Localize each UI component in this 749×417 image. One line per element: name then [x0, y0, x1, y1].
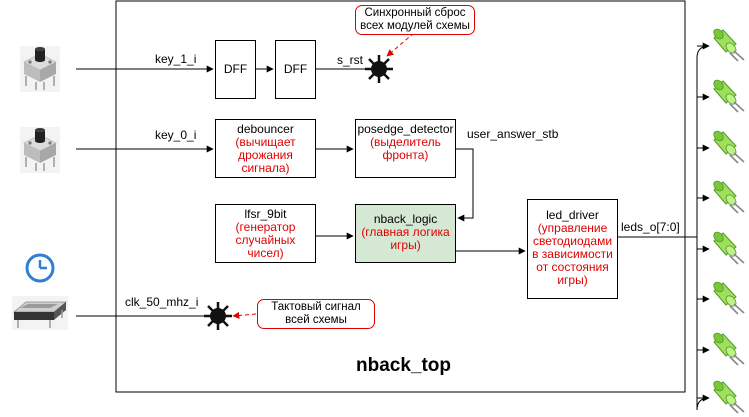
posedge-detector-block[interactable]: posedge_detector (выделитель фронта) — [355, 119, 456, 178]
leds-label: leds_o[7:0] — [621, 220, 680, 234]
clk-label: clk_50_mhz_i — [125, 295, 199, 309]
srst-label: s_rst — [337, 53, 364, 67]
key0-label: key_0_i — [155, 128, 197, 142]
push-button-icon[interactable] — [19, 126, 61, 174]
lfsr-block[interactable]: lfsr_9bit (генератор случайных чисел) — [215, 204, 316, 263]
debouncer-desc: (вычищает дрожания сигнала) — [235, 135, 296, 175]
push-button-icon[interactable] — [19, 45, 61, 93]
nback-name: nback_logic — [373, 212, 438, 226]
led-icon — [711, 26, 745, 62]
note-connector-clock — [232, 311, 257, 319]
led-icon — [711, 330, 745, 366]
led-driver-desc: (управление светодиодами в зависимости о… — [532, 221, 613, 287]
reset-distribution-icon — [365, 55, 393, 83]
dff1-block[interactable]: DFF — [215, 40, 256, 99]
debouncer-block[interactable]: debouncer (вычищает дрожания сигнала) — [215, 119, 316, 178]
clock-note: Тактовый сигнал всей схемы — [257, 299, 375, 329]
wire-posedge-nback — [456, 148, 474, 222]
lfsr-name: lfsr_9bit — [244, 207, 287, 221]
leds-bus-fanout — [696, 42, 710, 411]
nback-logic-block[interactable]: nback_logic (главная логика игры) — [355, 204, 456, 263]
posedge-name: posedge_detector — [357, 122, 454, 136]
led-icon — [711, 279, 745, 315]
led-icon — [711, 229, 745, 265]
led-icon — [711, 128, 745, 164]
led-icon — [711, 77, 745, 113]
dff1-name: DFF — [223, 62, 248, 76]
clock-icon — [25, 253, 55, 283]
debouncer-name: debouncer — [237, 122, 294, 136]
led-icon — [711, 378, 745, 414]
key1-label: key_1_i — [155, 52, 197, 66]
led-driver-name: led_driver — [546, 208, 599, 222]
module-title: nback_top — [356, 355, 452, 376]
nback-desc: (главная логика игры) — [361, 225, 450, 252]
dff2-block[interactable]: DFF — [275, 40, 316, 99]
led-icon — [711, 178, 745, 214]
crystal-oscillator-icon — [12, 296, 68, 330]
led-driver-block[interactable]: led_driver (управление светодиодами в за… — [527, 199, 618, 299]
clock-distribution-icon — [204, 302, 232, 330]
posedge-desc: (выделитель фронта) — [370, 135, 441, 162]
dff2-name: DFF — [283, 62, 308, 76]
top-module-frame — [115, 0, 686, 393]
lfsr-desc: (генератор случайных чисел) — [235, 220, 296, 260]
user-answer-label: user_answer_stb — [467, 127, 559, 141]
sync-reset-note: Синхронный сброс всех модулей схемы — [355, 5, 475, 35]
note-connector-reset — [386, 32, 415, 57]
